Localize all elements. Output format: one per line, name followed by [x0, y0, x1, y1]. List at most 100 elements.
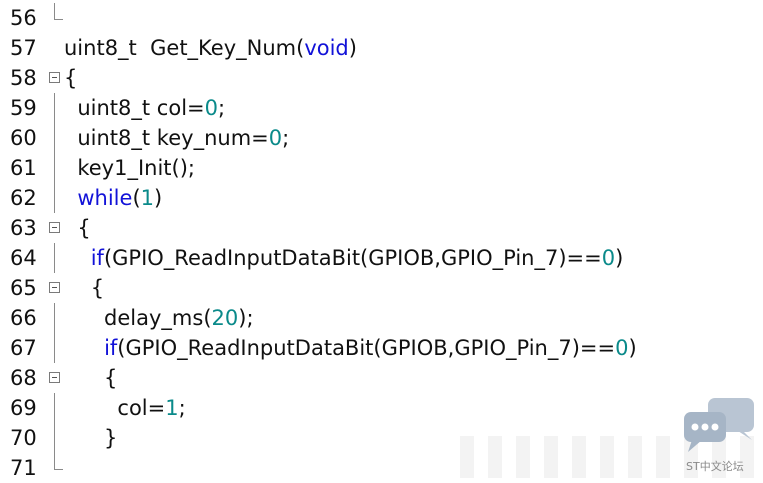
code-token: { [64, 216, 91, 240]
code-token: ) [628, 336, 637, 360]
line-number: 63 [10, 216, 37, 240]
code-line[interactable]: 56 [0, 3, 763, 33]
code-token [64, 336, 104, 360]
code-line[interactable]: 62 while(1) [0, 183, 763, 213]
chat-bubble-icon [684, 398, 754, 452]
code-line[interactable]: 57 uint8_t Get_Key_Num(void) [0, 33, 763, 63]
code-token [64, 246, 91, 270]
line-number: 57 [10, 36, 37, 60]
number-token: 1 [165, 396, 179, 420]
code-line[interactable]: 70 } [0, 423, 763, 453]
number-token: 0 [204, 96, 219, 120]
code-token [64, 186, 77, 210]
code-line[interactable]: 61 key1_Init(); [0, 153, 763, 183]
line-number: 58 [10, 66, 37, 90]
code-text: { [64, 63, 77, 93]
number-token: 0 [268, 126, 283, 150]
code-token: uint8_t Get_Key_Num( [64, 36, 305, 60]
code-line[interactable]: 69 col=1; [0, 393, 763, 423]
code-token: ) [615, 246, 624, 270]
code-text: while(1) [64, 183, 162, 213]
code-token: (GPIO_ReadInputDataBit(GPIOB,GPIO_Pin_7)… [117, 336, 616, 360]
line-number: 70 [10, 426, 37, 450]
fold-toggle-icon[interactable] [49, 372, 60, 383]
line-number: 59 [10, 96, 37, 120]
line-number: 60 [10, 126, 37, 150]
number-token: 0 [601, 246, 616, 270]
fold-guide [54, 183, 55, 213]
code-text: uint8_t col=0; [64, 93, 225, 123]
code-token: ) [348, 36, 357, 60]
line-number: 69 [10, 396, 37, 420]
watermark-text: ST中文论坛 [686, 460, 744, 473]
line-number: 66 [10, 306, 37, 330]
watermark: ST中文论坛 [672, 394, 762, 478]
blur-overlay [460, 436, 760, 478]
code-token: delay_ms( [64, 306, 212, 330]
number-token: 20 [211, 306, 239, 330]
code-token: ; [178, 396, 186, 420]
code-text: uint8_t key_num=0; [64, 123, 289, 153]
number-token: 0 [615, 336, 629, 360]
code-line[interactable]: 66 delay_ms(20); [0, 303, 763, 333]
code-token: } [64, 426, 118, 450]
code-token: ) [154, 186, 163, 210]
fold-guide [54, 303, 55, 333]
fold-guide [54, 393, 55, 423]
line-number: 65 [10, 276, 37, 300]
code-token: ; [218, 96, 226, 120]
code-text: if(GPIO_ReadInputDataBit(GPIOB,GPIO_Pin_… [64, 243, 624, 273]
keyword-token: void [304, 36, 349, 60]
code-line[interactable]: 63 { [0, 213, 763, 243]
code-line[interactable]: 64 if(GPIO_ReadInputDataBit(GPIOB,GPIO_P… [0, 243, 763, 273]
fold-guide [54, 243, 55, 273]
fold-toggle-icon[interactable] [49, 282, 60, 293]
code-text: if(GPIO_ReadInputDataBit(GPIOB,GPIO_Pin_… [64, 333, 637, 363]
fold-guide [54, 153, 55, 183]
line-number: 61 [10, 156, 37, 180]
fold-guide [54, 93, 55, 123]
keyword-token: if [104, 336, 118, 360]
code-line[interactable]: 67 if(GPIO_ReadInputDataBit(GPIOB,GPIO_P… [0, 333, 763, 363]
fold-toggle-icon[interactable] [49, 222, 60, 233]
code-text: delay_ms(20); [64, 303, 254, 333]
code-text: col=1; [64, 393, 186, 423]
code-token: col= [64, 396, 166, 420]
code-text: uint8_t Get_Key_Num(void) [64, 33, 357, 63]
code-text: { [64, 363, 117, 393]
fold-guide [54, 333, 55, 363]
code-line[interactable]: 65 { [0, 273, 763, 303]
keyword-token: while [77, 186, 133, 210]
line-number: 64 [10, 246, 37, 270]
code-token: { [64, 366, 118, 390]
code-token: ( [132, 186, 141, 210]
code-text: key1_Init(); [64, 153, 195, 183]
code-token: uint8_t key_num= [64, 126, 269, 150]
code-token: { [64, 66, 78, 90]
fold-guide [54, 123, 55, 153]
code-text: { [64, 273, 104, 303]
number-token: 1 [140, 186, 155, 210]
code-line[interactable]: 71 [0, 453, 763, 483]
keyword-token: if [90, 246, 104, 270]
line-number: 68 [10, 366, 37, 390]
code-line[interactable]: 59 uint8_t col=0; [0, 93, 763, 123]
line-number: 62 [10, 186, 37, 210]
fold-end-marker [54, 3, 63, 20]
line-number: 56 [10, 6, 37, 30]
fold-end-marker [54, 453, 63, 470]
code-token: ; [282, 126, 290, 150]
code-text: } [64, 423, 117, 453]
line-number: 71 [10, 456, 37, 480]
code-line[interactable]: 60 uint8_t key_num=0; [0, 123, 763, 153]
code-token: (GPIO_ReadInputDataBit(GPIOB,GPIO_Pin_7)… [103, 246, 602, 270]
line-number: 67 [10, 336, 37, 360]
fold-guide [54, 423, 55, 453]
code-line[interactable]: 68 { [0, 363, 763, 393]
code-token: uint8_t col= [64, 96, 205, 120]
fold-toggle-icon[interactable] [49, 72, 60, 83]
code-text: { [64, 213, 91, 243]
code-token: ); [238, 306, 254, 330]
code-line[interactable]: 58 { [0, 63, 763, 93]
